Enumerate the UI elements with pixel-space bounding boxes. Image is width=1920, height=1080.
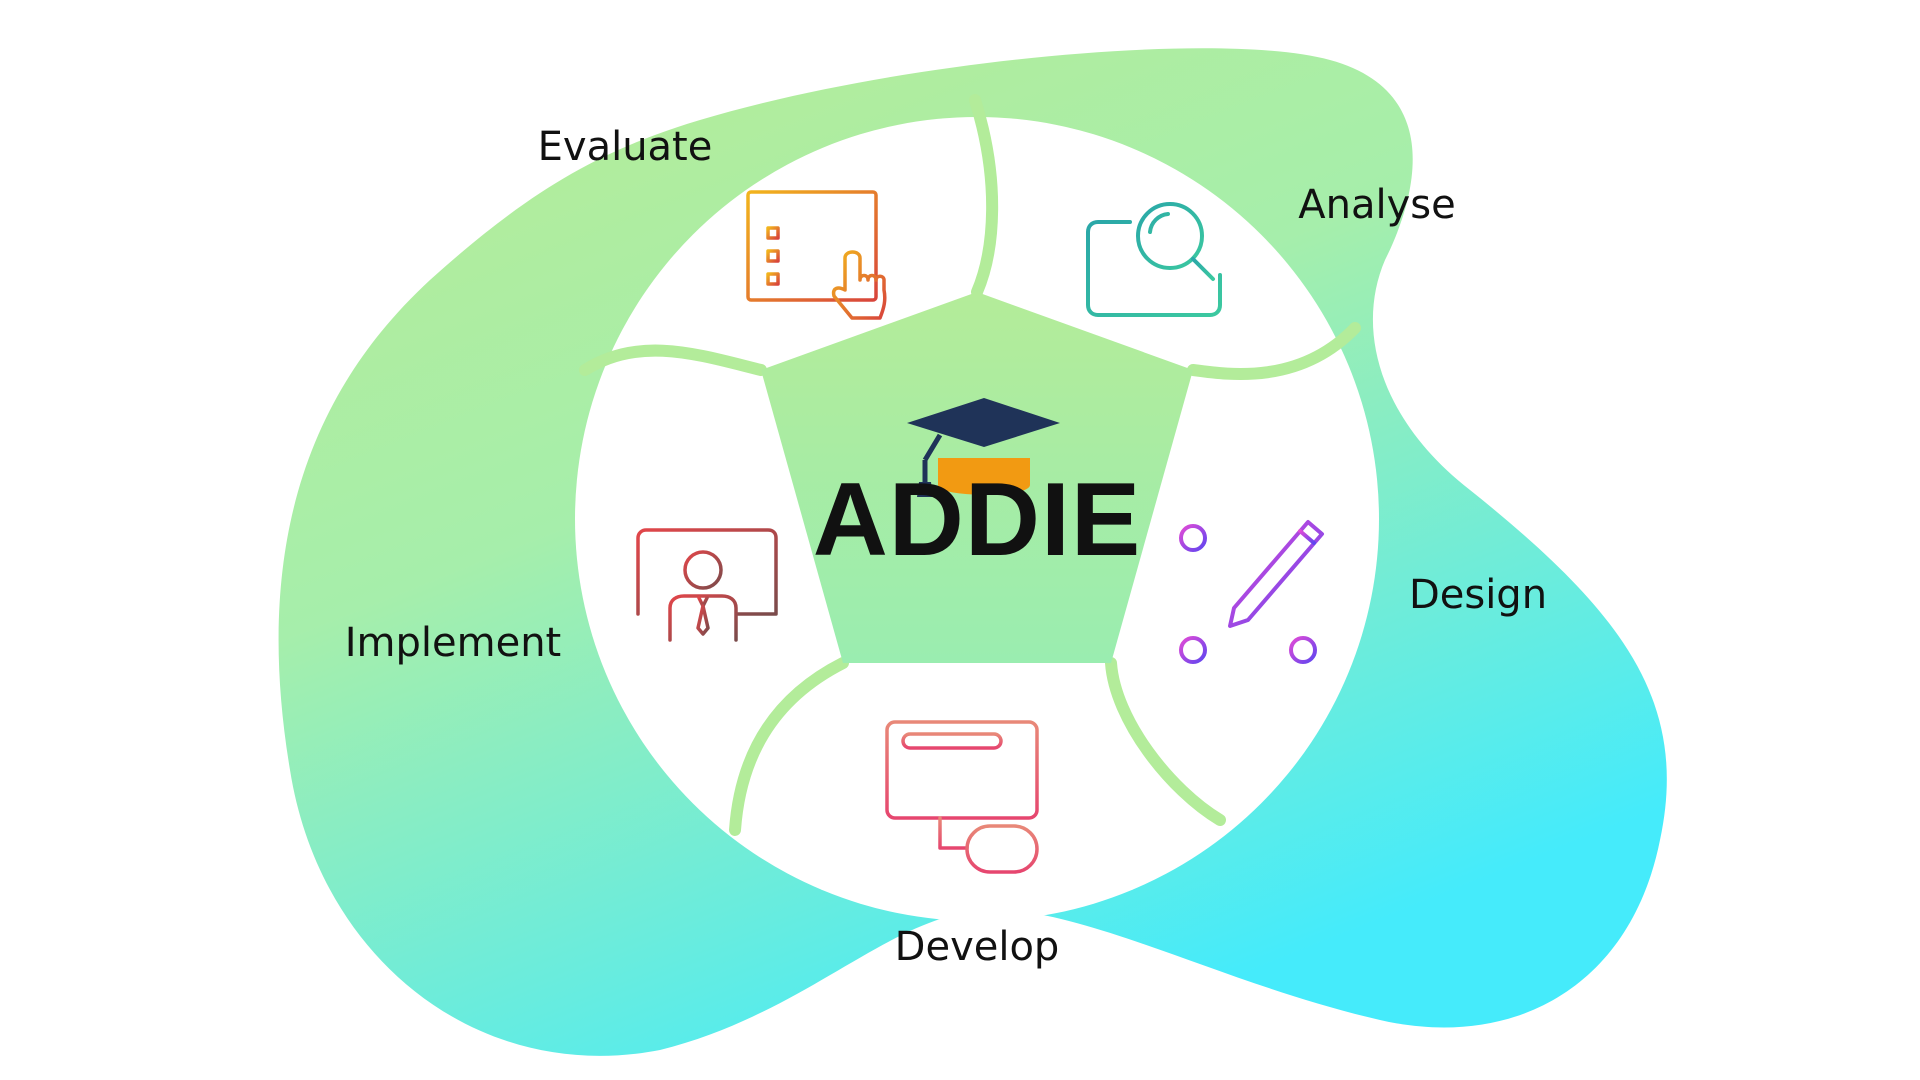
presenter-screen-icon xyxy=(636,528,778,658)
phase-label-analyse: Analyse xyxy=(1298,182,1455,228)
phase-label-develop: Develop xyxy=(895,924,1060,970)
phase-label-design: Design xyxy=(1409,572,1547,618)
graduation-cap-icon xyxy=(907,398,1060,497)
blueprint-pencil-icon xyxy=(1179,520,1324,664)
keyboard-mouse-icon xyxy=(885,720,1039,874)
checklist-click-icon xyxy=(746,190,887,320)
phase-label-evaluate: Evaluate xyxy=(538,124,713,170)
center-title: ADDIE xyxy=(813,462,1142,578)
segment-seams xyxy=(579,94,1361,836)
monitor-magnifier-icon xyxy=(1086,202,1222,337)
phase-label-implement: Implement xyxy=(345,620,561,666)
